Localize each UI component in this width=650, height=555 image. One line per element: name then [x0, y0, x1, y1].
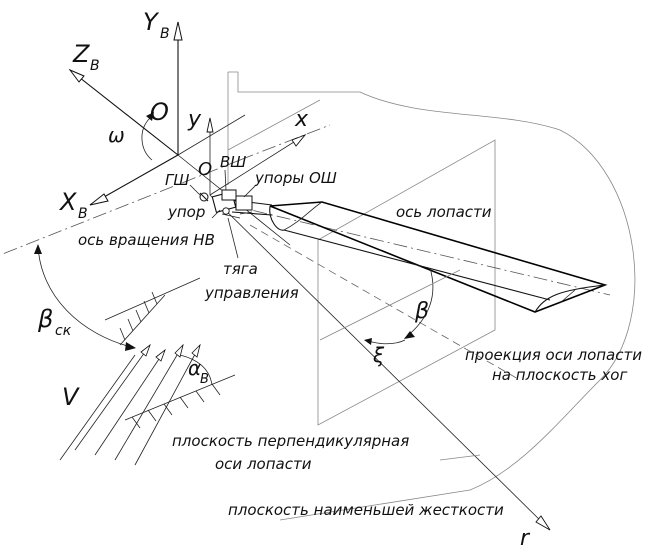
least-stiffness-plane-edge-2: [227, 99, 321, 151]
zb-axis: [69, 69, 179, 156]
projection-label-2: на плоскость хог: [492, 366, 627, 384]
leader-stops: [243, 184, 257, 198]
airflow-arrows: [59, 343, 201, 466]
xb-axis-arrow: [89, 193, 109, 206]
blade-axis-line: [229, 204, 611, 296]
alpha-arc: [179, 354, 213, 386]
zb-axis-arrow: [68, 68, 85, 83]
omega-label: ω: [108, 123, 125, 147]
rotation-axis-line-up: [239, 124, 331, 161]
xi-label: ξ: [372, 343, 385, 367]
blade-axis-label: ось лопасти: [396, 203, 492, 221]
stops-osh-label: упоры ОШ: [254, 169, 337, 187]
beta-sk-sub: ск: [55, 323, 72, 339]
control-rod-label-2: управления: [204, 284, 299, 302]
stop-label: упор: [167, 203, 205, 221]
least-stiffness-plane-outline: [228, 71, 636, 521]
omega-arc: [141, 117, 153, 161]
y-axis-arrow: [206, 117, 214, 133]
o-lower-label: O: [198, 159, 212, 180]
rotation-axis-line: [0, 159, 241, 256]
beta-sk-arc: [37, 244, 136, 349]
hatched-surface-right: [124, 374, 236, 429]
hub-mechanism: [199, 189, 253, 219]
beta-sk-arc-arrow-bottom: [125, 342, 136, 351]
alpha-label: α: [188, 356, 201, 380]
v-label: V: [62, 383, 80, 411]
x-axis-arrow: [291, 133, 307, 147]
perpendicular-plane-outline: [317, 139, 496, 426]
alpha-sub: B: [200, 372, 209, 387]
beta-sk-label: β: [37, 305, 53, 333]
leader-vsh: [224, 169, 227, 191]
r-axis: [209, 194, 551, 531]
aux-line-3: [439, 454, 481, 461]
yb-sub: B: [160, 26, 170, 42]
leader-stop: [211, 209, 221, 219]
projection-label-1: проекция оси лопасти: [465, 346, 642, 364]
gsh-label: ГШ: [165, 171, 189, 189]
perp-plane-label-1: плоскость перпендикулярная: [172, 432, 409, 450]
leader-control-rod: [227, 217, 239, 259]
zb-label: Z: [72, 40, 90, 68]
yb-axis-arrow: [173, 21, 183, 41]
r-axis-arrow: [535, 515, 551, 531]
hatched-surface-left: [119, 291, 166, 346]
beta-label: β: [414, 299, 429, 324]
leader-gsh: [189, 184, 201, 196]
beta-arc-arrow: [404, 331, 415, 339]
perp-plane-label-2: оси лопасти: [215, 455, 312, 473]
min-stiffness-label: плоскость наименьшей жесткости: [228, 501, 504, 519]
beta-arc: [404, 267, 434, 339]
xb-label: X: [58, 188, 77, 216]
r-label: r: [520, 526, 531, 551]
o-upper-label: O: [150, 98, 169, 126]
beta-sk-arc-arrow-top: [34, 244, 42, 254]
x-label: x: [294, 107, 309, 132]
rotation-axis-label: ось вращения НВ: [78, 231, 215, 249]
yb-label: Y: [143, 8, 160, 36]
omega-arc-arrow: [146, 112, 154, 121]
zb-sub: B: [90, 58, 100, 74]
xb-sub: B: [78, 206, 88, 222]
vsh-label: ВШ: [220, 153, 246, 171]
y-label: y: [187, 107, 202, 132]
control-rod-label-1: тяга: [223, 260, 258, 278]
aux-line-1: [104, 277, 201, 321]
xb-axis-extension: [177, 114, 246, 156]
xi-arc-arrow: [364, 338, 372, 345]
aux-line-2: [319, 269, 461, 341]
